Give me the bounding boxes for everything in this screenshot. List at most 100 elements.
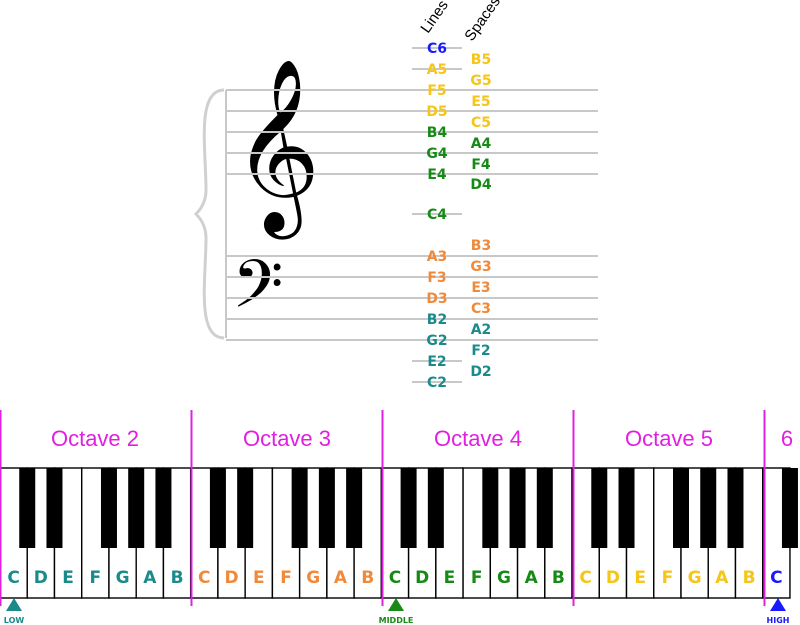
treble-clef-icon: 𝄞 xyxy=(232,58,321,240)
black-key[interactable] xyxy=(400,468,417,548)
key-label: A xyxy=(143,568,157,588)
key-label: B xyxy=(361,568,374,588)
note-label: G5 xyxy=(470,73,491,89)
black-key[interactable] xyxy=(291,468,308,548)
key-label: E xyxy=(634,568,646,588)
black-key[interactable] xyxy=(618,468,635,548)
key-label: F xyxy=(471,568,483,588)
note-label: D4 xyxy=(470,177,492,193)
grand-staff: 𝄞 𝄢 xyxy=(193,58,321,340)
black-key[interactable] xyxy=(19,468,36,548)
staff-lines xyxy=(226,47,598,383)
black-key[interactable] xyxy=(781,468,798,548)
note-label: E3 xyxy=(471,280,490,296)
octave-labels: Octave 2 Octave 3 Octave 4 Octave 5 6 xyxy=(0,410,793,606)
black-key[interactable] xyxy=(700,468,717,548)
key-label: D xyxy=(224,568,238,588)
octave-label: Octave 4 xyxy=(434,426,522,451)
key-label: A xyxy=(334,568,348,588)
black-key[interactable] xyxy=(673,468,689,548)
marker-label: MIDDLE xyxy=(379,616,414,625)
note-label: B5 xyxy=(471,52,491,68)
octave-label: Octave 2 xyxy=(51,426,139,451)
octave-label: 6 xyxy=(781,426,793,451)
black-key[interactable] xyxy=(482,468,499,548)
octave-label: Octave 5 xyxy=(625,426,713,451)
key-label: G xyxy=(116,568,130,588)
note-label: A4 xyxy=(471,136,492,152)
grand-staff-brace xyxy=(193,88,225,340)
marker-label: HIGH xyxy=(767,616,790,625)
black-key[interactable] xyxy=(509,468,526,548)
bass-clef-icon: 𝄢 xyxy=(232,246,283,339)
key-label: C xyxy=(389,568,401,588)
black-key[interactable] xyxy=(128,468,145,548)
key-label: C xyxy=(7,568,19,588)
black-key[interactable] xyxy=(346,468,363,548)
note-label: G4 xyxy=(426,146,447,162)
note-label: C2 xyxy=(427,375,447,391)
black-key[interactable] xyxy=(209,468,226,548)
note-label: C4 xyxy=(427,207,447,223)
black-key[interactable] xyxy=(237,468,254,548)
column-headers: Lines Spaces xyxy=(417,0,504,44)
octave-label: Octave 3 xyxy=(243,426,331,451)
black-key[interactable] xyxy=(591,468,608,548)
key-label: E xyxy=(62,568,74,588)
note-label: C6 xyxy=(427,41,447,57)
note-labels: C6A5F5D5B4G4E4B5G5E5C5A4F4D4C4A3F3D3B2G2… xyxy=(426,41,492,391)
key-label: C xyxy=(198,568,210,588)
key-label: E xyxy=(444,568,456,588)
key-label: A xyxy=(525,568,539,588)
note-label: B4 xyxy=(427,125,448,141)
black-key[interactable] xyxy=(100,468,117,548)
note-label: G2 xyxy=(426,333,447,349)
note-label: E5 xyxy=(471,94,490,110)
note-label: C5 xyxy=(471,115,491,131)
marker-triangle-icon xyxy=(770,598,786,611)
note-label: B3 xyxy=(471,238,491,254)
note-label: F4 xyxy=(471,157,491,173)
key-label: G xyxy=(497,568,511,588)
marker-label: LOW xyxy=(4,616,25,625)
note-label: F5 xyxy=(427,83,446,99)
lines-header: Lines xyxy=(417,0,451,36)
key-label: C xyxy=(579,568,591,588)
note-label: D3 xyxy=(426,291,447,307)
key-label: D xyxy=(415,568,429,588)
key-label: D xyxy=(34,568,48,588)
key-label: C xyxy=(770,568,782,588)
black-key[interactable] xyxy=(427,468,444,548)
key-label: D xyxy=(606,568,620,588)
key-label: F xyxy=(280,568,292,588)
note-label: A5 xyxy=(427,62,448,78)
black-key[interactable] xyxy=(727,468,744,548)
black-key[interactable] xyxy=(318,468,335,548)
note-label: D5 xyxy=(426,104,447,120)
key-label: F xyxy=(90,568,102,588)
note-label: A3 xyxy=(427,249,448,265)
marker-triangle-icon xyxy=(388,598,404,611)
marker-triangle-icon xyxy=(6,598,22,611)
key-label: B xyxy=(552,568,565,588)
black-key[interactable] xyxy=(46,468,63,548)
key-label: F xyxy=(662,568,674,588)
black-key[interactable] xyxy=(536,468,553,548)
key-label: B xyxy=(743,568,756,588)
note-label: C3 xyxy=(471,301,491,317)
note-label: A2 xyxy=(471,322,492,338)
key-label: E xyxy=(253,568,265,588)
black-key[interactable] xyxy=(155,468,172,548)
key-label: B xyxy=(171,568,184,588)
key-label: G xyxy=(306,568,320,588)
key-label: G xyxy=(688,568,702,588)
key-label: A xyxy=(715,568,729,588)
note-label: E4 xyxy=(427,167,447,183)
note-label: F3 xyxy=(427,270,446,286)
note-label: D2 xyxy=(470,364,491,380)
note-label: F2 xyxy=(471,343,490,359)
note-label: E2 xyxy=(427,354,446,370)
spaces-header: Spaces xyxy=(461,0,504,44)
